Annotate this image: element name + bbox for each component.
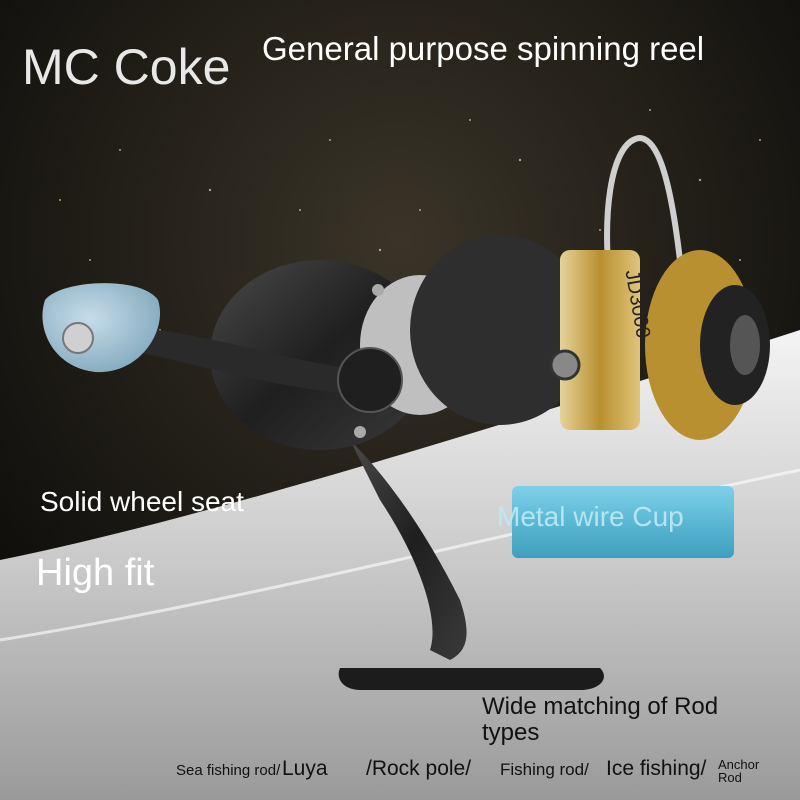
feature-metal-wire-cup: Metal wire Cup [497, 501, 684, 532]
reel-stem [350, 440, 467, 660]
metal-wire-cup-panel [512, 486, 734, 558]
rod-type-rock: /Rock pole/ [366, 757, 472, 780]
rod-type-sea: Sea fishing rod/ [176, 762, 281, 779]
body-screw [372, 284, 384, 296]
bail-arm-screw [549, 349, 581, 381]
headline: General purpose spinning reel [262, 30, 705, 67]
rod-matching-title: Wide matching of Rod types [482, 693, 719, 746]
knob-screw [62, 322, 94, 354]
handle-arm [100, 325, 370, 395]
feature-high-fit: High fit [36, 552, 155, 594]
rotor-cup [410, 235, 590, 425]
rod-type-fishing: Fishing rod/ [500, 760, 589, 779]
rod-type-ice: Ice fishing/ [606, 757, 707, 780]
spool [560, 250, 640, 430]
feature-solid-wheel-seat: Solid wheel seat [40, 486, 244, 517]
rod-type-luya: Luya [282, 757, 328, 780]
rod-type-anchor: Anchor Rod [718, 757, 760, 785]
spool-cap-center [730, 315, 760, 375]
handle-hub [337, 347, 403, 413]
brand-name: MC Coke [22, 39, 231, 95]
reel-foot [338, 668, 604, 690]
body-screw [354, 426, 366, 438]
